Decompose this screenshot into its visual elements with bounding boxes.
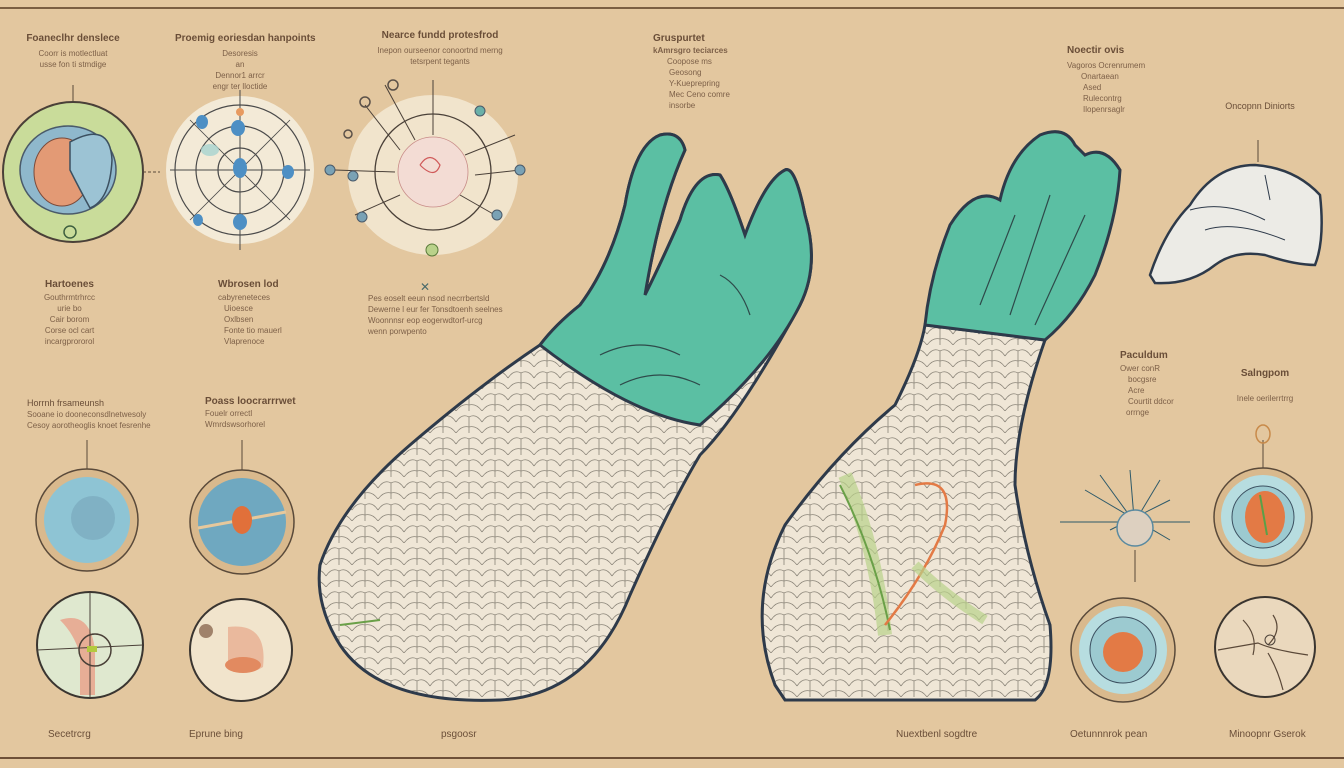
nerve-diagram: ✕ xyxy=(324,79,526,294)
blue-cell-diagram-2 xyxy=(189,440,295,575)
label-line: Fouelr orrectl xyxy=(205,409,253,418)
label-line: Ased xyxy=(1083,83,1102,92)
label-line: Rulecontrg xyxy=(1083,94,1122,103)
label-mid-5: Poass loocrarrrwet Fouelr orrectl Wmrdsw… xyxy=(205,396,296,430)
label-line: Inepon ourseenor conoortnd merng xyxy=(377,46,503,55)
label-line: Vagoros Ocrenrumem xyxy=(1067,61,1146,70)
fish-icon: ✕ xyxy=(420,280,430,294)
label-line: Courtit ddcor xyxy=(1128,397,1174,406)
label-line: Sooane io dooneconsdlnetwesoly xyxy=(27,410,147,419)
label-title: Horrnh frsameunsh xyxy=(27,398,105,408)
label-title: Nearce fundd protesfrod xyxy=(381,30,499,41)
label-line: Desoresis xyxy=(222,49,258,58)
label-line: an xyxy=(235,60,245,69)
footer-caption: Eprune bing xyxy=(189,729,243,740)
label-line: Pes eoselt eeun nsod necrrbertsld xyxy=(368,294,490,303)
heel-pad-diagram xyxy=(1148,140,1323,285)
label-line: engr ter lloctide xyxy=(212,82,268,91)
label-line: urie bo xyxy=(57,304,82,313)
label-line: orrnge xyxy=(1126,408,1150,417)
gloved-hand-left xyxy=(317,132,813,702)
label-line: Mec Ceno comre xyxy=(669,90,730,99)
label-top-5: Noectir ovis Vagoros Ocrenrumem Onartaea… xyxy=(1067,45,1157,115)
label-title: Wbrosen lod xyxy=(218,279,279,290)
label-line: Coorr is motlectluat xyxy=(38,49,108,58)
label-line: Geosong xyxy=(669,68,702,77)
label-top-3: Nearce fundd protesfrod Inepon ourseenor… xyxy=(365,30,515,67)
label-line: Onartaean xyxy=(1081,72,1119,81)
label-line: insorbe xyxy=(669,101,696,110)
cell-network-diagram xyxy=(166,90,314,250)
orange-leaf-cell-diagram xyxy=(1213,424,1313,567)
label-line: Inele oerilerrtrrg xyxy=(1236,394,1294,403)
label-title: Hartoenes xyxy=(45,279,94,290)
label-title: Paculdum xyxy=(1120,350,1168,361)
label-line: usse fon ti stmdige xyxy=(39,60,107,69)
label-title: Gruspurtet xyxy=(653,33,705,44)
label-line: Fonte tio mauerl xyxy=(224,326,282,335)
orange-core-cell-diagram xyxy=(1070,597,1176,703)
label-right-1: Paculdum Ower conR bocgsre Acre Courtit … xyxy=(1120,350,1190,418)
label-title: Salngpom xyxy=(1240,368,1290,379)
label-mid-3: Pes eoselt eeun nsod necrrbertsld Dewern… xyxy=(368,293,508,337)
label-line: Vlaprenoce xyxy=(224,337,265,346)
joint-detail-diagram-2 xyxy=(189,598,293,702)
starburst-diagram xyxy=(1060,469,1190,582)
cracked-tissue-diagram xyxy=(1214,596,1316,698)
label-line: Cesoy aorotheoglis knoet fesrenhe xyxy=(27,421,151,430)
label-top-6: Oncopnn Diniorts xyxy=(1215,101,1305,112)
label-line: Y-Kueprepring xyxy=(669,79,720,88)
footer-caption: Oetunnnrok pean xyxy=(1070,729,1148,740)
label-line: Gouthrmtrhrcc xyxy=(43,293,96,302)
label-line: Cair borom xyxy=(49,315,90,324)
label-line: cabyreneteces xyxy=(218,293,271,302)
label-right-2: Salngpom Inele oerilerrtrrg xyxy=(1225,368,1305,404)
footer-caption: Nuextbenl sogdtre xyxy=(896,729,978,740)
label-line: Acre xyxy=(1128,386,1145,395)
label-line: kAmrsgro teciarces xyxy=(653,46,728,55)
blue-cell-diagram-1 xyxy=(35,440,139,572)
label-line: tetsrpent tegants xyxy=(410,57,470,66)
label-title: Oncopnn Diniorts xyxy=(1225,101,1295,111)
label-line: Dennor1 arrcr xyxy=(215,71,265,80)
gloved-hand-right xyxy=(760,130,1122,702)
label-line: Dewerne l eur fer Tonsdtoenh seelnes xyxy=(368,305,503,314)
label-title: Noectir ovis xyxy=(1067,45,1125,56)
label-line: Woonnnsr eop eogerwdtorf-urcg xyxy=(368,316,483,325)
label-top-1: Foaneclhr denslece Coorr is motlectluat … xyxy=(18,33,128,70)
label-mid-1: Hartoenes Gouthrmtrhrcc urie bo Cair bor… xyxy=(22,279,117,347)
label-line: Oxlbsen xyxy=(224,315,254,324)
label-title: Foaneclhr denslece xyxy=(26,33,120,44)
label-line: Coopose ms xyxy=(667,57,712,66)
label-line: bocgsre xyxy=(1128,375,1157,384)
label-top-4: Gruspurtet kAmrsgro teciarces Coopose ms… xyxy=(653,33,743,111)
label-line: Ilopenrsaglr xyxy=(1083,105,1125,114)
label-title: Proemig eoriesdan hanpoints xyxy=(175,33,316,44)
label-line: Ower conR xyxy=(1120,364,1161,373)
label-title: Poass loocrarrrwet xyxy=(205,396,296,407)
frame-bottom-border xyxy=(0,757,1344,759)
label-line: Corse ocl cart xyxy=(44,326,95,335)
label-top-2: Proemig eoriesdan hanpoints Desoresis an… xyxy=(175,33,316,92)
footer-caption: Minoopnr Gserok xyxy=(1229,729,1306,740)
label-line: Wmrdswsorhorel xyxy=(205,420,266,429)
frame-top-border xyxy=(0,7,1344,9)
joint-detail-diagram-1 xyxy=(36,591,144,699)
cell-cross-section-diagram xyxy=(2,85,160,243)
label-line: incargprororol xyxy=(44,337,95,346)
label-mid-2: Wbrosen lod cabyreneteces Uioesce Oxlbse… xyxy=(218,279,318,347)
label-mid-4: Horrnh frsameunsh Sooane io dooneconsdln… xyxy=(27,398,157,431)
footer-caption: psgoosr xyxy=(441,729,477,740)
footer-caption: Secetrcrg xyxy=(48,729,91,740)
label-line: wenn porwpento xyxy=(368,327,427,336)
label-line: Uioesce xyxy=(224,304,253,313)
